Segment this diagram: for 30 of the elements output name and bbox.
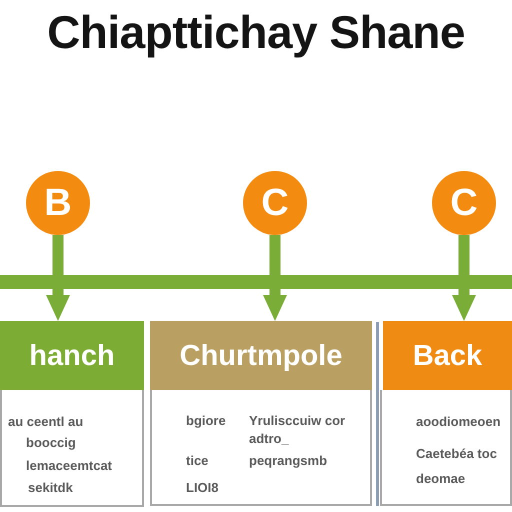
marker-letter: C: [450, 183, 478, 223]
column-header: [383, 321, 512, 390]
card-text: sekitdk: [28, 479, 73, 497]
connector-line: [270, 235, 280, 275]
card-text: tice: [186, 452, 208, 470]
column-title: Back: [412, 338, 482, 372]
column-title: Churtmpole: [180, 338, 342, 372]
card-text: booccig: [26, 434, 76, 452]
diagram-title: Chiapttichay Shane: [47, 6, 465, 58]
content-card: [0, 390, 144, 507]
arrow: [263, 289, 287, 321]
marker-letter: C: [261, 183, 289, 223]
card-text: au ceentl au: [8, 413, 84, 431]
card-text: lemaceemtcat: [26, 457, 112, 475]
card-text: peqrangsmb: [249, 452, 328, 470]
content-card: [150, 390, 372, 506]
card-text: bgiore: [186, 412, 226, 430]
arrow: [452, 289, 476, 321]
connector-line: [52, 235, 64, 275]
column-header: [150, 321, 372, 390]
column-header: [0, 321, 144, 390]
connector-line: [458, 235, 470, 275]
card-text: aoodiomeoen: [416, 413, 501, 431]
arrow: [46, 289, 70, 321]
column-title: hanch: [29, 338, 115, 372]
marker-letter: B: [44, 183, 72, 223]
card-text: Caetebéa toc deomae: [416, 445, 498, 488]
content-card: [380, 390, 512, 506]
card-text: LIOI8: [186, 479, 219, 497]
timeline-bar: [0, 275, 512, 289]
